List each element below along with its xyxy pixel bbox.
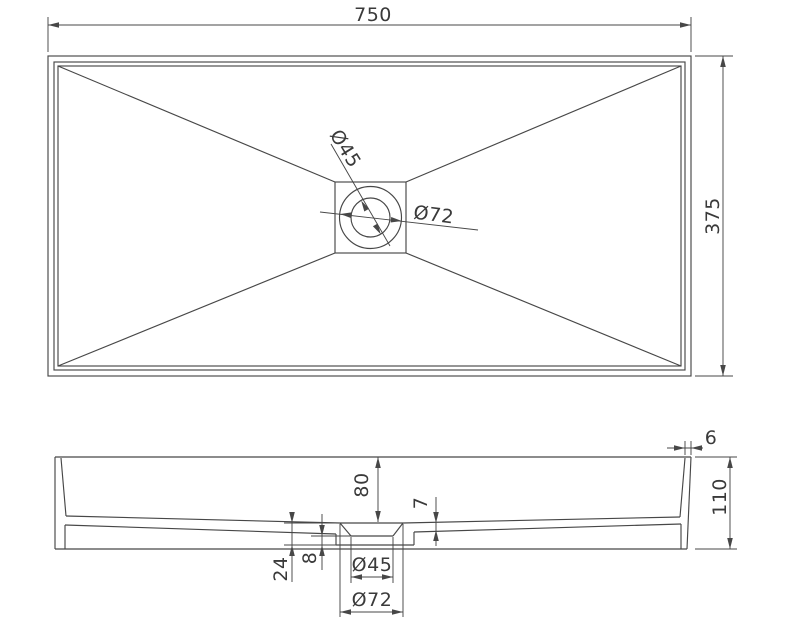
arrowhead-right (390, 217, 402, 223)
arrowhead-upper (319, 525, 325, 536)
dimension-drain-outer-section: Ø72 (339, 524, 404, 617)
bowl-slope-edge-top-left (57, 65, 336, 183)
arrowhead-right (392, 609, 403, 615)
drain-outer-circle (338, 185, 403, 250)
dimension-boss-thickness-24: 24 (270, 512, 340, 582)
arrowhead-upper (361, 200, 370, 212)
arrowhead-bottom (720, 365, 726, 376)
bowl-floor-left (65, 515, 341, 524)
drain-recess-left-slant (339, 522, 352, 537)
rim-thickness-label: 6 (705, 427, 718, 449)
arrowhead-right (382, 574, 393, 580)
floor-thickness-label: 7 (410, 497, 432, 510)
arrowhead-top (727, 457, 733, 468)
floor-underside-right (413, 523, 682, 533)
dimension-recess-floor-8: 8 (299, 514, 351, 570)
arrowhead-right (680, 22, 691, 28)
arrowhead-lower (372, 223, 381, 235)
right-outer-wall (686, 456, 692, 550)
arrowhead-right (691, 445, 702, 451)
bowl-slope-edge-top-right (405, 65, 682, 183)
dimension-floor-thickness-7: 7 (410, 497, 439, 546)
arrowhead-bottom (727, 538, 733, 549)
floor-underside-left (64, 524, 337, 535)
dimension-drain-outer-top: Ø72 (319, 202, 479, 231)
dimension-line (330, 143, 391, 247)
drain-outer-diameter-label: Ø72 (412, 202, 455, 229)
basin-outer-rim-rect (47, 55, 692, 377)
bowl-floor-right (402, 516, 681, 524)
arrowhead-top (375, 457, 381, 468)
arrowhead-left (48, 22, 59, 28)
bowl-slope-edge-bottom-left (57, 252, 336, 367)
drain-outer-diameter-label: Ø72 (352, 589, 393, 611)
top-view: 750 375 Ø45 Ø72 (47, 4, 733, 377)
bowl-slope-edge-bottom-right (405, 252, 682, 367)
arrowhead-lower (433, 530, 439, 541)
dimension-height-375: 375 (695, 55, 733, 377)
arrowhead-bottom (375, 511, 381, 522)
drain-inner-diameter-label: Ø45 (352, 554, 393, 576)
arrowhead-lower (319, 545, 325, 556)
dimension-width-label: 750 (354, 4, 392, 26)
arrowhead-upper (289, 512, 295, 523)
drain-flange-square (334, 181, 407, 254)
dimension-drain-inner-section: Ø45 (350, 537, 394, 583)
drain-inner-diameter-label: Ø45 (325, 126, 365, 172)
dimension-bowl-depth-80: 80 (351, 457, 381, 522)
basin-rim-inner-edge-rect (53, 61, 686, 371)
left-inner-wall (60, 457, 67, 517)
arrowhead-top (720, 56, 726, 67)
arrowhead-left (340, 609, 351, 615)
dimension-width-750: 750 (47, 4, 692, 52)
arrowhead-upper (433, 512, 439, 523)
drain-recess-right-slant (392, 522, 404, 537)
right-inner-wall (679, 457, 686, 518)
drain-inner-circle (350, 197, 391, 238)
dimension-overall-height-110: 110 (695, 456, 737, 550)
arrowhead-lower (289, 545, 295, 556)
arrowhead-left (351, 574, 362, 580)
dimension-rim-thickness-6: 6 (667, 427, 717, 455)
arrowhead-left (340, 212, 352, 218)
recess-floor-thickness-label: 8 (299, 552, 321, 565)
boss-thickness-label: 24 (270, 556, 292, 581)
section-view: 6 110 80 7 (54, 427, 737, 617)
dimension-height-label: 375 (702, 197, 724, 235)
basin-bowl-top-edge-rect (57, 65, 682, 367)
bowl-depth-label: 80 (351, 472, 373, 497)
arrowhead-left (674, 445, 685, 451)
overall-height-label: 110 (709, 478, 731, 516)
